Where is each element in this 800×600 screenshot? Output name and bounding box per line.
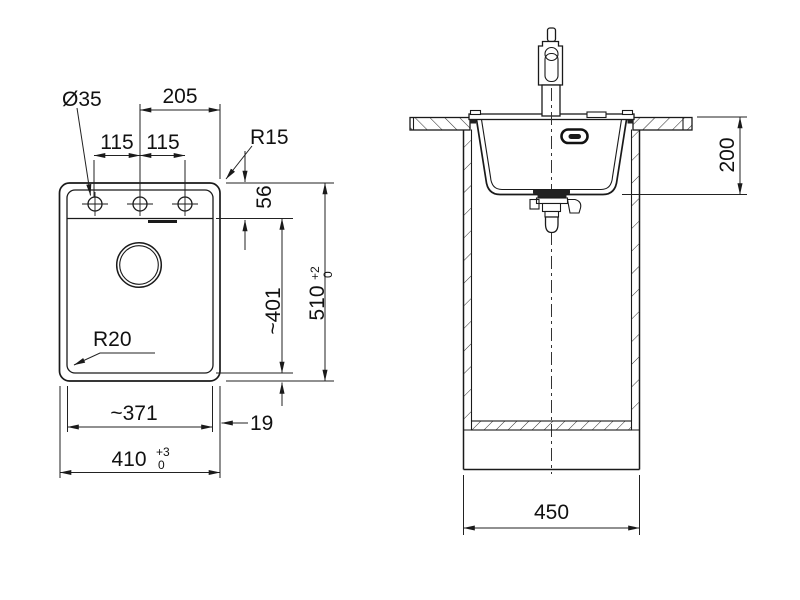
cabinet-bottom-panel: [470, 420, 633, 431]
faucet-handle-knob: [544, 46, 559, 62]
label-205: 205: [162, 85, 197, 108]
mount-clamp-right: [627, 119, 634, 124]
plan-dimensions: Ø35 205 115 115 R15 R20 56 ~401 510 +2 0…: [59, 85, 335, 478]
label-115-right: 115: [146, 131, 179, 154]
mount-clamp-left: [470, 119, 476, 124]
label-115-left: 115: [100, 131, 133, 154]
label-510-group: 510 +2 0: [306, 266, 335, 321]
label-510: 510: [306, 285, 329, 320]
label-371: ~371: [110, 402, 157, 425]
leader-r20: [73, 352, 155, 366]
label-r20: R20: [93, 328, 132, 351]
label-19: 19: [250, 412, 273, 435]
label-401: ~401: [262, 287, 285, 334]
faucet-hole-left: [82, 192, 108, 216]
leader-hole-diameter: [76, 107, 92, 196]
label-410-tol-upper: +3: [156, 445, 170, 459]
label-410: 410: [111, 448, 146, 471]
cabinet-wall-left-hatch: [464, 131, 472, 420]
section-dimensions: 200 450: [463, 116, 747, 535]
faucet-aerator-stub: [546, 27, 557, 43]
drain-tailpiece: [544, 216, 559, 234]
faucet: [537, 27, 564, 117]
rim-fixture: [586, 111, 607, 119]
label-410-group: 410 +3 0: [111, 445, 170, 472]
rim-lip-left: [469, 109, 482, 116]
countertop-left: [409, 116, 471, 131]
label-510-tol-lower: 0: [321, 271, 335, 278]
faucet-handle-lever: [544, 52, 559, 83]
label-200: 200: [716, 137, 739, 172]
drain-hole: [115, 241, 163, 289]
label-hole-diameter: Ø35: [62, 88, 102, 111]
label-410-tol-lower: 0: [158, 458, 165, 472]
section-view: [409, 27, 693, 474]
drain-assembly: [529, 189, 582, 234]
countertop-right: [632, 116, 693, 131]
cabinet: [462, 129, 641, 471]
cabinet-wall-right-hatch: [632, 131, 640, 420]
plan-view: [58, 182, 221, 382]
drain-outlet: [566, 198, 582, 214]
label-r15: R15: [250, 126, 289, 149]
label-510-tol-upper: +2: [308, 266, 322, 280]
leader-r15: [225, 145, 253, 180]
label-450: 450: [534, 501, 569, 524]
rim-lip-right: [621, 109, 634, 116]
sink-rim-inner-outline: [66, 189, 214, 374]
overflow-opening: [560, 128, 589, 145]
label-56: 56: [253, 185, 276, 208]
